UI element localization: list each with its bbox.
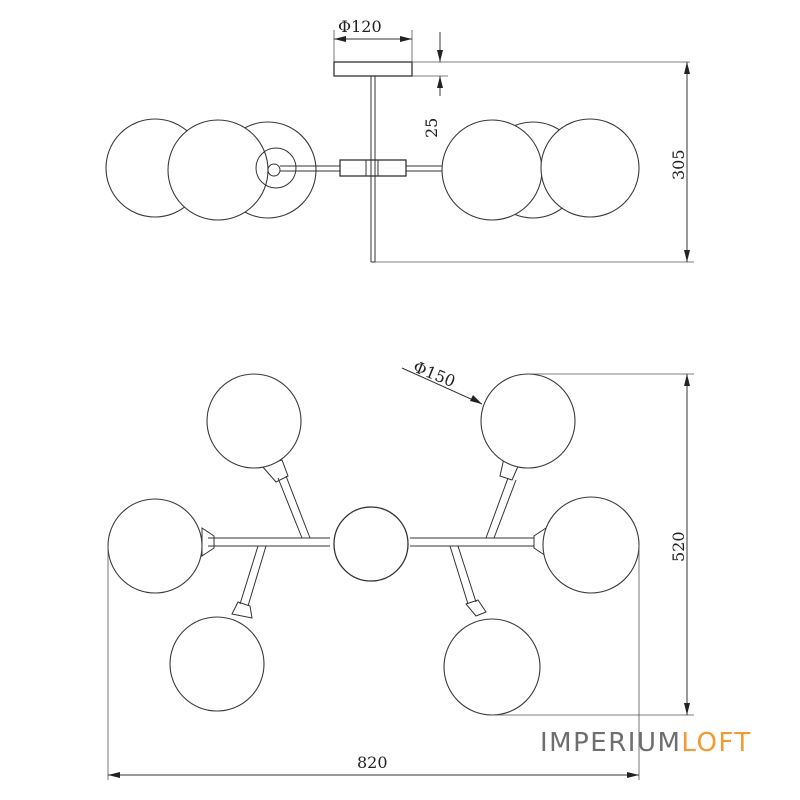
globe-side-left-inner [167, 119, 269, 221]
dim-globe-diameter: Φ150 [411, 357, 459, 391]
brand-logo-part2: LOFT [681, 728, 752, 758]
socket-side-left [255, 147, 297, 189]
dim-stem-gap: 25 [422, 118, 441, 138]
socket-top-left [201, 527, 215, 557]
socket-top-lower-right [465, 599, 487, 617]
brand-logo: IMPERIUMLOFT [540, 730, 752, 756]
brand-logo-part1: IMPERIUM [540, 728, 682, 758]
dim-width: 820 [357, 753, 388, 772]
globe-top-upper-left [206, 373, 302, 469]
globe-top-lower-left [169, 616, 265, 712]
center-globe-top [333, 506, 409, 582]
dim-total-height: 305 [669, 149, 688, 180]
globe-top-left [107, 498, 203, 594]
globe-top-right [542, 496, 640, 594]
socket-top-lower-left [231, 601, 253, 619]
arm-diag-upper-left [277, 477, 303, 539]
dim-canopy-diameter: Φ120 [338, 17, 382, 36]
globe-side-right-outer [540, 118, 640, 218]
center-hub-side [339, 159, 407, 177]
dim-depth: 520 [669, 531, 688, 562]
globe-top-lower-right [443, 618, 541, 716]
globe-top-upper-right [480, 373, 576, 469]
canopy [333, 61, 413, 77]
top-view: Φ150 520 820 [107, 357, 694, 780]
arm-diag-upper-right [485, 477, 509, 539]
side-view: Φ120 25 305 [105, 17, 694, 263]
globe-side-right-inner [441, 119, 543, 221]
arm-diag-lower-left [239, 545, 259, 605]
arm-diag-lower-right [449, 545, 469, 605]
